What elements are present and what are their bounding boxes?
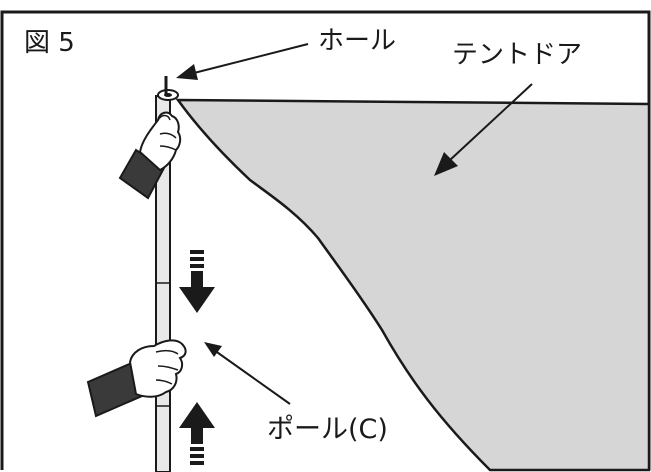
hand-icon [86,339,187,418]
figure-number: 図 5 [24,28,75,58]
hand-icon [118,111,182,200]
tent-door-label: テントドア [452,40,583,70]
arrow-up-icon [179,402,215,465]
hole-leader-arrow [176,43,309,80]
tent-door-panel [175,98,651,472]
pole-label: ポール(C) [267,414,388,445]
grommet-icon [157,76,179,101]
arrow-down-icon [179,250,215,313]
door-leader-arrow [434,83,533,176]
pole-leader-arrow [204,342,291,405]
hole-label: ホール [318,26,397,56]
